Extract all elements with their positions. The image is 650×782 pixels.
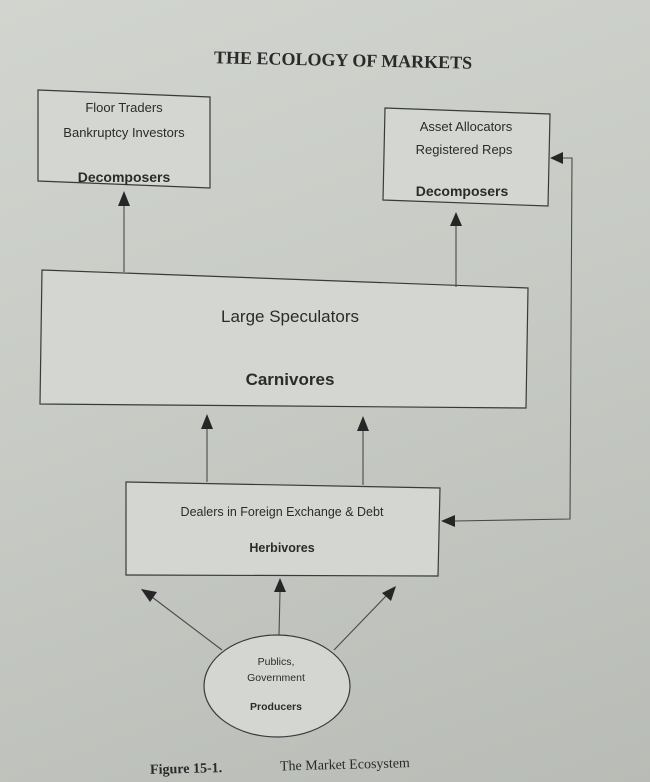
node-decomposers-left: Floor Traders Bankruptcy Investors Decom… — [37, 89, 211, 189]
box — [39, 269, 529, 409]
arrow-producers-to-herbivores-right — [333, 586, 396, 651]
node-line: Bankruptcy Investors — [63, 125, 185, 140]
arrow-producers-to-herbivores-left — [141, 589, 223, 651]
node-line: Publics, — [258, 656, 295, 668]
node-role: Herbivores — [249, 541, 314, 555]
arrowhead-icon — [382, 586, 396, 601]
arrowhead-icon — [450, 212, 462, 226]
arrow-herbivores-to-carnivores-right — [357, 416, 369, 485]
arrowhead-icon — [550, 152, 563, 164]
arrowhead-icon — [141, 589, 157, 602]
node-decomposers-right: Asset Allocators Registered Reps Decompo… — [382, 107, 551, 207]
arrow-producers-to-herbivores-center — [274, 578, 286, 636]
node-role: Decomposers — [416, 183, 509, 199]
node-line: Registered Reps — [416, 142, 513, 157]
arrowhead-icon — [441, 515, 455, 527]
caption-number: Figure 15-1. — [150, 761, 222, 778]
page-title: THE ECOLOGY OF MARKETS — [214, 47, 473, 72]
node-role: Producers — [250, 701, 302, 713]
box — [382, 107, 551, 207]
node-role: Decomposers — [78, 169, 171, 185]
node-line: Dealers in Foreign Exchange & Debt — [181, 505, 384, 519]
arrow-carnivores-to-decomposers-right — [450, 212, 462, 287]
node-line: Floor Traders — [85, 100, 163, 115]
box — [125, 481, 441, 577]
node-role: Carnivores — [246, 370, 335, 389]
figure-caption: Figure 15-1. The Market Ecosystem — [150, 756, 410, 778]
arrowhead-icon — [201, 414, 213, 429]
arrowhead-icon — [118, 191, 130, 206]
arrow-carnivores-to-decomposers-left — [118, 191, 130, 272]
node-line: Asset Allocators — [420, 119, 513, 134]
arrowhead-icon — [274, 578, 286, 592]
node-producers: Publics, Government Producers — [203, 634, 351, 738]
ellipse — [203, 634, 351, 738]
arrowhead-icon — [357, 416, 369, 431]
box — [37, 89, 211, 189]
node-herbivores: Dealers in Foreign Exchange & Debt Herbi… — [125, 481, 441, 577]
arrow-herbivores-to-carnivores-left — [201, 414, 213, 482]
connector-herbivores-decomposers-right — [441, 152, 573, 527]
caption-title: The Market Ecosystem — [280, 756, 410, 774]
node-carnivores: Large Speculators Carnivores — [39, 269, 529, 409]
node-line: Government — [247, 672, 305, 684]
node-line: Large Speculators — [221, 307, 359, 326]
